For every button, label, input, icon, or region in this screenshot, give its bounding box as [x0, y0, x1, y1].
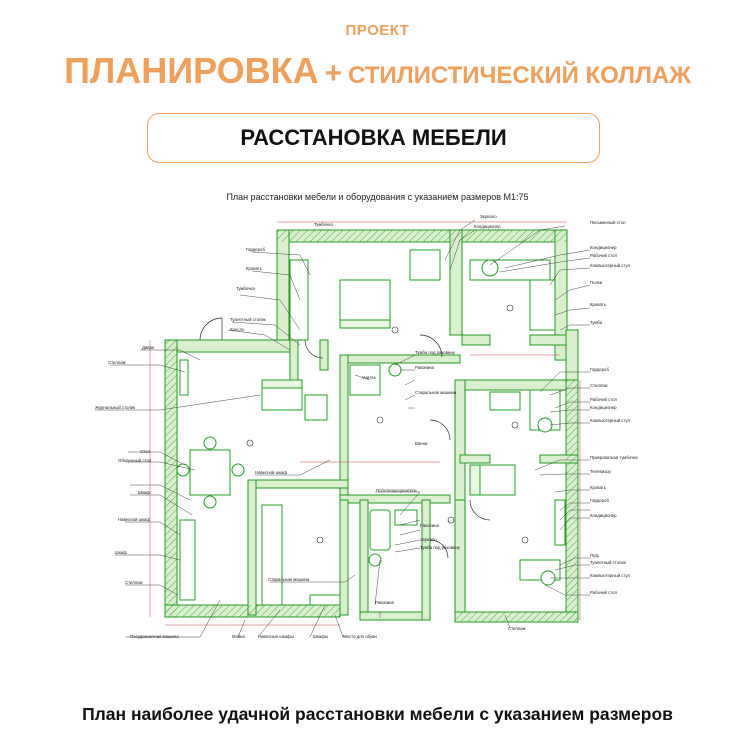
- label-washbasin: Раковина: [420, 523, 439, 528]
- label-towel-warmer: Полотенцесушитель: [376, 488, 418, 493]
- label-copy: Туалетный столик: [590, 560, 626, 565]
- label-copy: Раковина: [415, 365, 434, 370]
- label-air-conditioner: Кондиционер: [590, 245, 617, 250]
- label-copy: Кондиционер: [590, 405, 617, 410]
- project-kicker: ПРОЕКТ: [345, 22, 410, 39]
- label-shelving-right: Стеллаж: [590, 383, 608, 388]
- label-sofa: Диван: [142, 345, 155, 350]
- label-copy: Кондиционер: [474, 224, 501, 229]
- label-dressing-table: Туалетный столик: [230, 317, 266, 322]
- label-wardrobe-right: Гардероб: [590, 367, 609, 372]
- label-pouf: Пуф: [590, 553, 599, 558]
- label-copy: Шкаф: [115, 550, 127, 555]
- label-copy: Компьютерный стул: [590, 573, 631, 578]
- coffee-table: [304, 394, 328, 421]
- wardrobe-top: [289, 259, 309, 341]
- label-copy: Рабочий стол: [590, 590, 617, 595]
- label-bathtub: Ванна: [415, 441, 428, 446]
- title-plus: +: [324, 57, 343, 90]
- label-copy: Раковина: [375, 600, 394, 605]
- footer-caption: План наиболее удачной расстановки мебели…: [82, 704, 673, 724]
- label-copy: Тумбочка: [314, 222, 333, 227]
- title-sub: СТИЛИСТИЧЕСКИЙ КОЛЛАЖ: [348, 62, 691, 89]
- label-copy: Навесной шкаф: [255, 470, 287, 475]
- annotation-labels: Гардероб Кровать Тумбочка Туалетный стол…: [95, 214, 638, 639]
- label-work-desk: Рабочий стол: [590, 253, 617, 258]
- label-cabinets: Шкафы: [313, 634, 328, 639]
- label-writing-desk: Письменный стол: [590, 220, 626, 225]
- room-markers: [246, 304, 529, 544]
- bathtub: [369, 509, 391, 551]
- title-main: ПЛАНИРОВКА: [64, 50, 319, 91]
- label-copy: Компьютерный стул: [590, 418, 631, 423]
- label-shelves: Полки: [590, 280, 603, 285]
- doors: [199, 317, 491, 559]
- label-armchair: Кресло: [230, 327, 245, 332]
- label-coffee-table: Журнальный столик: [95, 405, 135, 410]
- label-copy: Зеркало: [480, 214, 497, 219]
- label-copy: Кровать: [590, 302, 607, 307]
- furniture: [176, 249, 566, 606]
- section-title: РАССТАНОВКА МЕБЕЛИ: [240, 125, 507, 150]
- label-wall-cabinet: Навесной шкаф: [118, 517, 150, 522]
- label-shelving-left: Стеллаж: [108, 360, 126, 365]
- section-title-box: РАССТАНОВКА МЕБЕЛИ: [147, 113, 600, 163]
- label-stand: Тумба: [590, 320, 603, 325]
- label-nightstand: Тумбочка: [236, 286, 255, 291]
- label-dining-table: Обеденный стол: [118, 458, 152, 463]
- label-tv: Телевизор: [590, 469, 612, 474]
- label-toilet: Унитаз: [362, 375, 376, 380]
- label-copy: Тумба под раковину: [415, 350, 456, 355]
- label-bed-right: Кровать: [590, 485, 607, 490]
- label-washing-machine: Стиральная машина: [268, 577, 310, 582]
- label-computer-chair: Компьютерный стул: [590, 263, 631, 268]
- label-copy: Гардероб: [590, 498, 609, 503]
- label-sink: Мойка: [232, 634, 245, 639]
- label-bedside-table: Прикроватная тумбочка: [590, 455, 638, 460]
- plan-caption: План расстановки мебели и оборудования с…: [226, 192, 529, 202]
- walls: [164, 229, 579, 623]
- label-vanity: Тумба под раковину: [420, 545, 461, 550]
- label-copy: Стеллаж: [508, 626, 526, 631]
- label-shoe-place: Место для обуви: [343, 634, 377, 639]
- label-copy: Кондиционер: [590, 513, 617, 518]
- kitchen-counter: [261, 504, 283, 606]
- label-copy: Стиральная машина: [415, 390, 457, 395]
- label-wardrobe: Гардероб: [246, 247, 265, 252]
- label-copy: Рабочий стол: [590, 397, 617, 402]
- label-wall-cabinets: Навесные шкафы: [258, 634, 294, 639]
- dimension-lines: [149, 221, 581, 626]
- label-cabinet: Шкаф: [138, 490, 150, 495]
- label-copy: Стеллаж: [125, 580, 143, 585]
- dining-table: [189, 449, 231, 496]
- label-dishwasher: Посудомоечная машина: [130, 634, 179, 639]
- label-table: Стол: [140, 449, 150, 454]
- label-bed: Кровать: [246, 266, 263, 271]
- leader-lines: [95, 219, 591, 638]
- page-title: ПЛАНИРОВКА+СТИЛИСТИЧЕСКИЙ КОЛЛАЖ: [0, 50, 755, 92]
- label-mirror: Зеркало: [420, 537, 437, 542]
